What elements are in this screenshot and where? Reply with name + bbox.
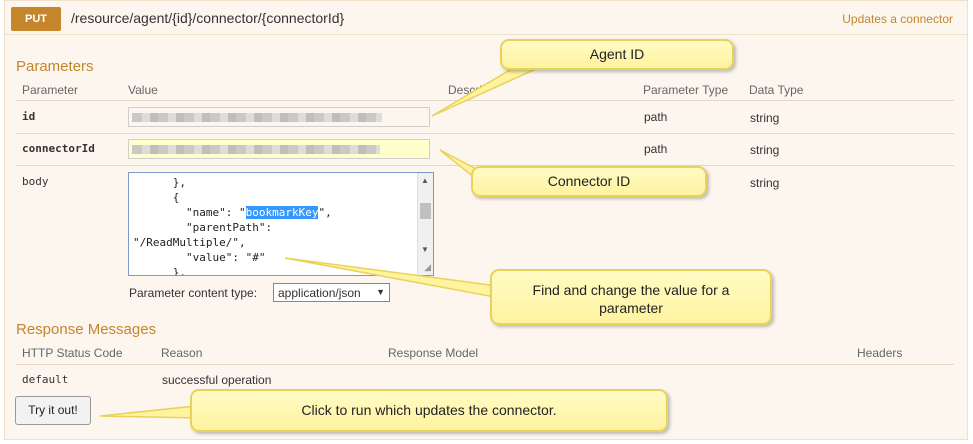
scroll-up-icon[interactable]: ▲ <box>421 176 429 185</box>
connectorid-input[interactable] <box>128 139 430 159</box>
data-type-body: string <box>750 176 780 190</box>
param-name-connectorid: connectorId <box>22 142 95 155</box>
callout-agent-id: Agent ID <box>500 39 734 70</box>
col-header-model: Response Model <box>388 346 479 360</box>
response-messages-heading: Response Messages <box>16 321 157 338</box>
callout-click-run: Click to run which updates the connector… <box>190 389 668 432</box>
col-header-description: Descri <box>448 83 483 97</box>
resize-grip-icon[interactable]: ◢ <box>424 262 431 272</box>
scroll-down-icon[interactable]: ▼ <box>421 245 429 254</box>
param-name-body: body <box>22 175 49 188</box>
divider <box>16 165 954 166</box>
body-textarea[interactable]: }, { "name": "bookmarkKey", "parentPath"… <box>128 172 434 276</box>
operation-summary[interactable]: Updates a connector <box>842 12 953 26</box>
param-type-id: path <box>644 110 668 124</box>
response-reason: successful operation <box>162 373 272 387</box>
content-type-select[interactable]: application/json ▼ <box>273 283 390 302</box>
response-status-default: default <box>22 373 69 386</box>
col-header-value: Value <box>128 83 158 97</box>
col-header-parameter-type: Parameter Type <box>643 83 729 97</box>
endpoint-path[interactable]: /resource/agent/{id}/connector/{connecto… <box>71 10 345 26</box>
parameters-heading: Parameters <box>16 58 94 75</box>
param-name-id: id <box>22 110 36 123</box>
divider <box>16 100 954 101</box>
callout-connector-id: Connector ID <box>471 166 707 197</box>
col-header-headers: Headers <box>857 346 903 360</box>
callout-find-change: Find and change the value for a paramete… <box>490 269 772 325</box>
selected-text: bookmarkKey <box>245 206 319 219</box>
divider <box>16 133 954 134</box>
col-header-status: HTTP Status Code <box>22 346 123 360</box>
col-header-data-type: Data Type <box>749 83 804 97</box>
operation-header[interactable]: PUT /resource/agent/{id}/connector/{conn… <box>5 1 967 35</box>
redacted-value <box>132 113 382 122</box>
param-type-connectorid: path <box>644 142 668 156</box>
scroll-thumb[interactable] <box>420 203 431 219</box>
id-input[interactable] <box>128 107 430 127</box>
try-it-out-button[interactable]: Try it out! <box>15 396 91 425</box>
content-type-label: Parameter content type: <box>129 286 258 300</box>
chevron-down-icon: ▼ <box>376 287 385 297</box>
data-type-id: string <box>750 111 780 125</box>
col-header-parameter: Parameter <box>22 83 79 97</box>
body-json-content[interactable]: }, { "name": "bookmarkKey", "parentPath"… <box>133 176 332 276</box>
divider <box>16 364 954 365</box>
redacted-value <box>132 145 380 154</box>
http-method-badge: PUT <box>11 7 61 31</box>
content-type-value: application/json <box>278 286 361 300</box>
col-header-reason: Reason <box>161 346 203 360</box>
data-type-connectorid: string <box>750 143 780 157</box>
textarea-scrollbar[interactable]: ▲ ▼ <box>417 173 433 275</box>
